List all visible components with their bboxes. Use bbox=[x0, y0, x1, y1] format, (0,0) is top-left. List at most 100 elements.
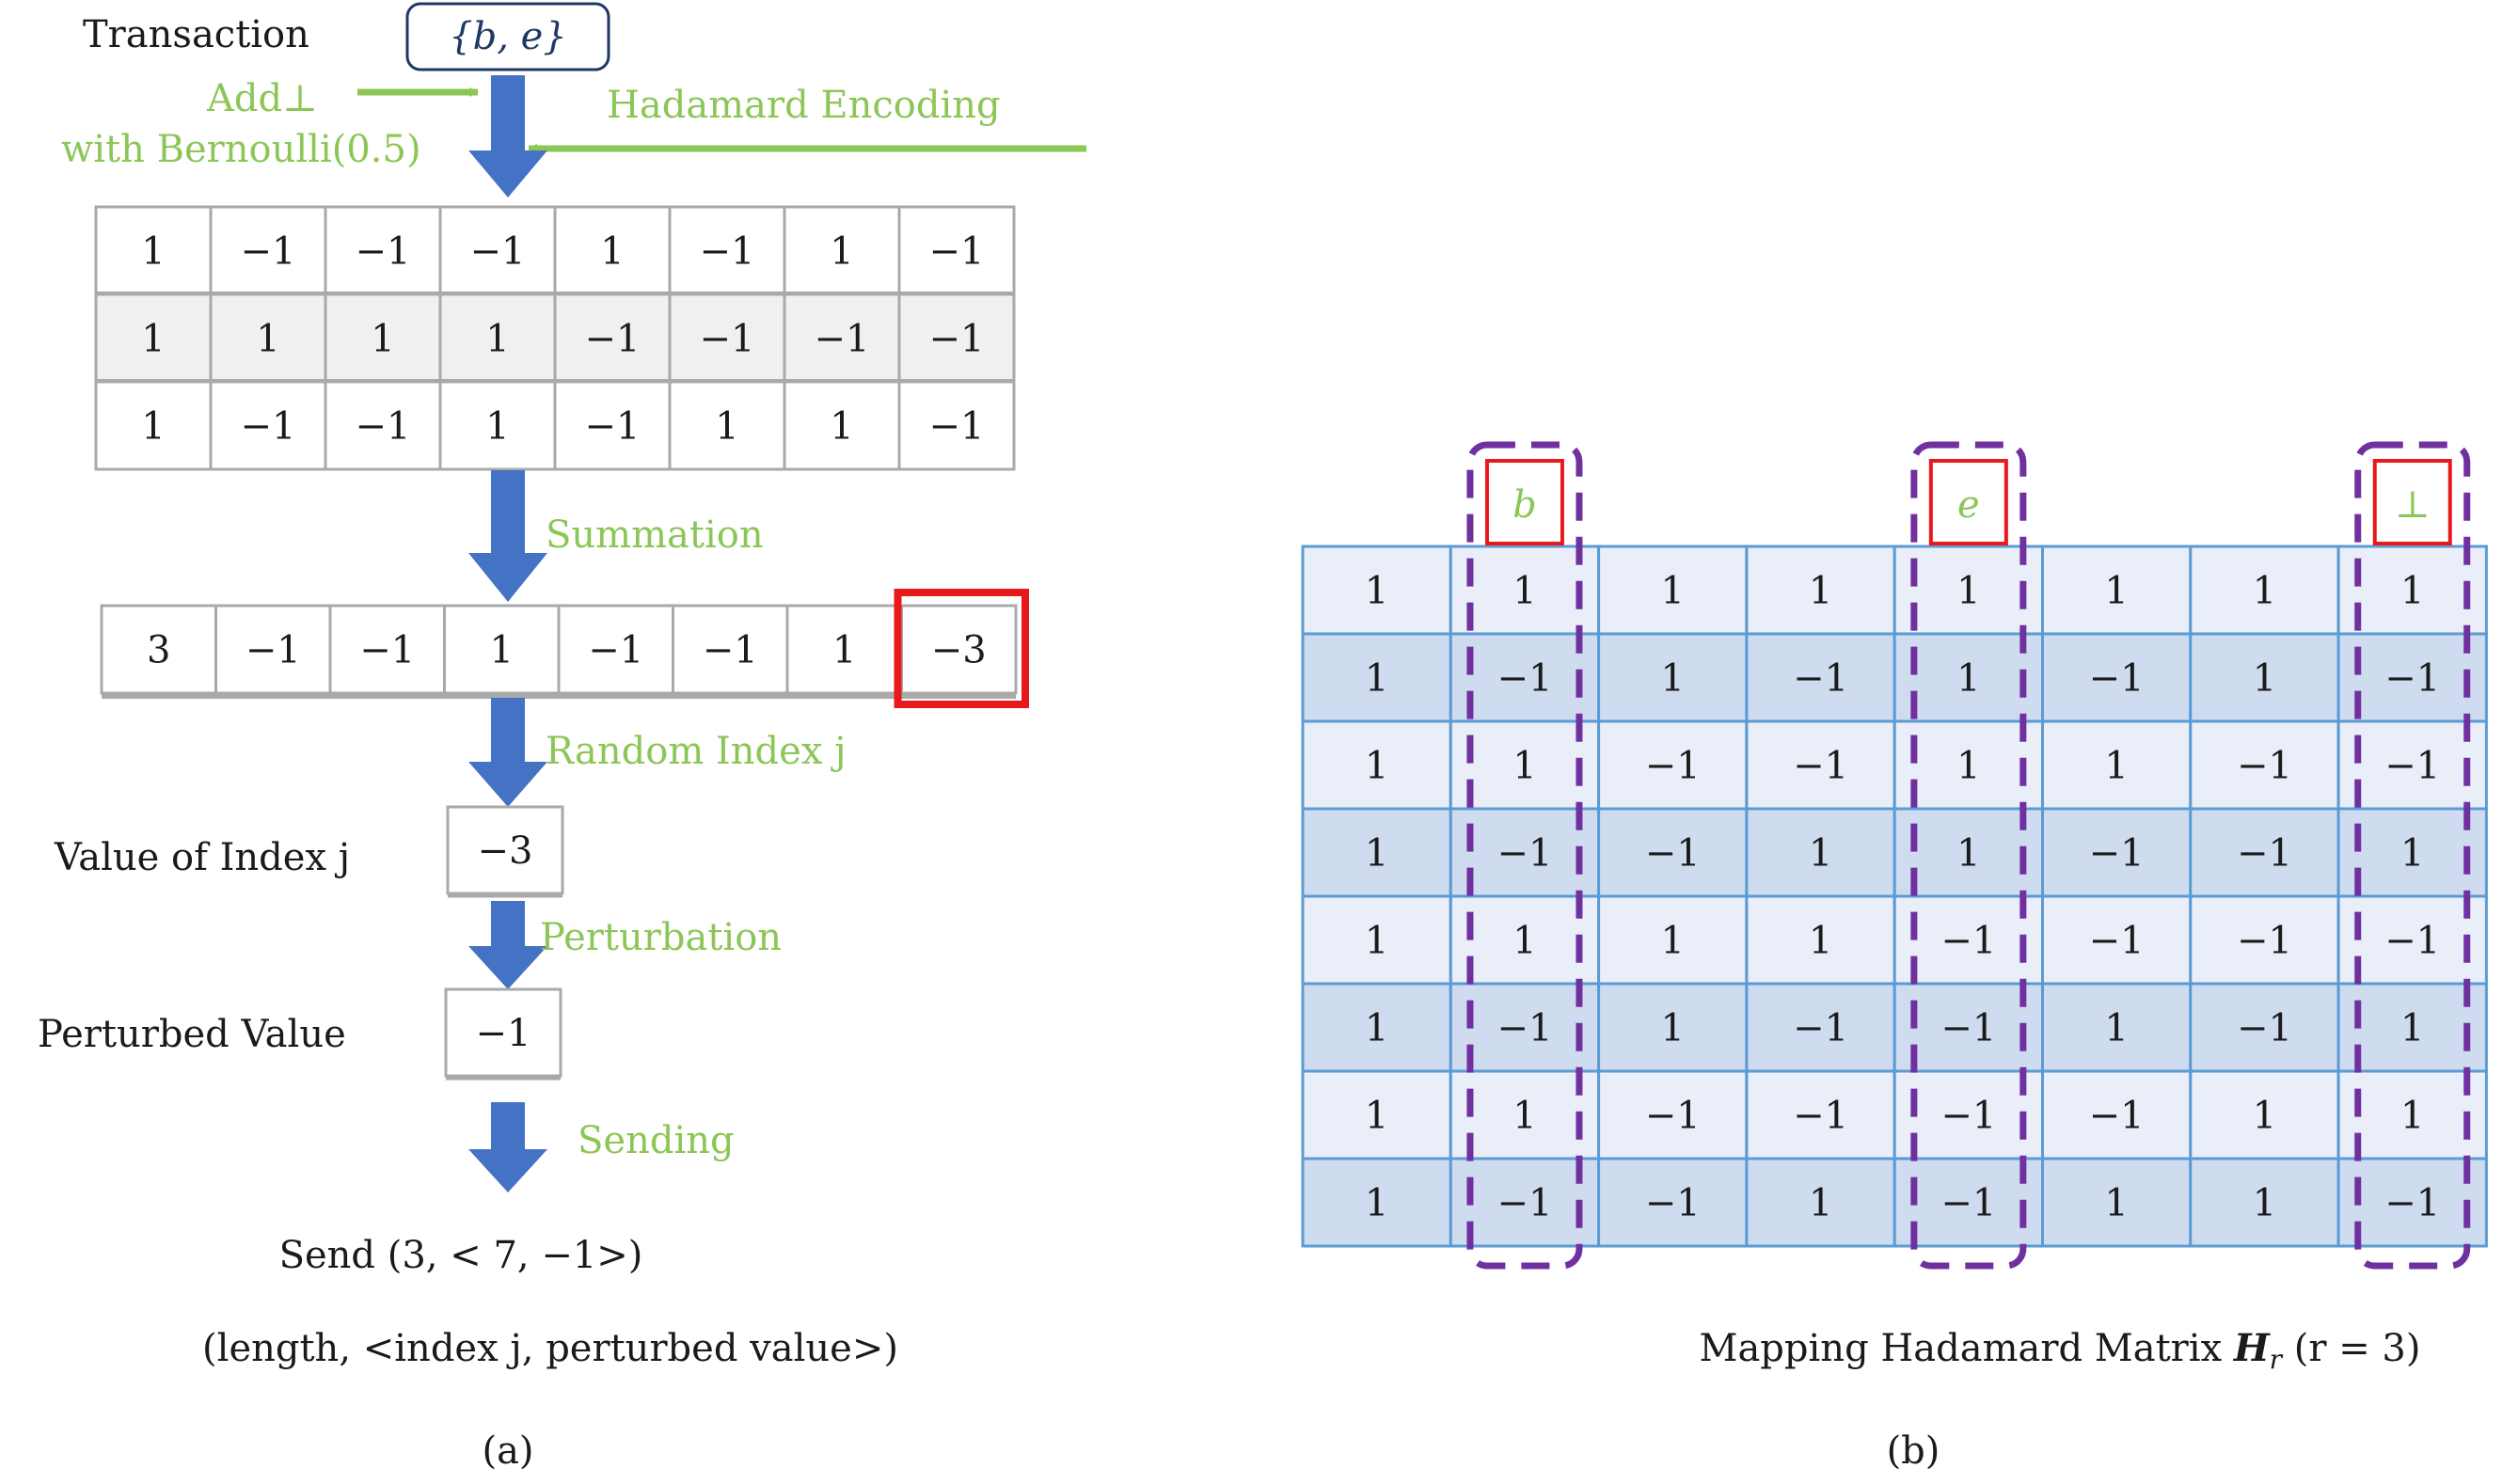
matrix-cell-value: −1 bbox=[1497, 1007, 1552, 1050]
matrix-cell-value: 1 bbox=[1661, 570, 1685, 613]
matrix-cell-value: −1 bbox=[1940, 1007, 1996, 1050]
hadamard-matrix: 1 1 1 1 1 1 1 1 1 −1 1 −1 1 −1 1 −1 1 1 −1 −1 1 1 −1 −1 1 −1 −1 1 1 −… bbox=[1301, 545, 2488, 1248]
matrix-cell-value: 1 bbox=[1365, 570, 1388, 613]
matrix-cell-value: 1 bbox=[1661, 920, 1685, 963]
matrix-cell-value: 1 bbox=[1956, 832, 1980, 876]
matrix-cell bbox=[1449, 632, 1601, 723]
encoded-cell-value: 1 bbox=[141, 405, 165, 449]
matrix-cell-value: 1 bbox=[2253, 657, 2276, 701]
column-label-1: e bbox=[1957, 483, 1980, 527]
transaction-box bbox=[405, 2, 610, 71]
matrix-cell bbox=[1597, 894, 1749, 986]
sum-cell-value: −1 bbox=[245, 629, 301, 672]
matrix-cell bbox=[2336, 1157, 2488, 1248]
matrix-cell-value: 1 bbox=[1365, 1182, 1388, 1225]
matrix-cell-value: 1 bbox=[1365, 1095, 1388, 1138]
encoded-cell bbox=[438, 292, 557, 384]
encoded-cell-value: −1 bbox=[585, 405, 641, 449]
matrix-cell-value: 1 bbox=[1661, 657, 1685, 701]
matrix-cell bbox=[2336, 545, 2488, 636]
matrix-cell-value: 1 bbox=[1512, 1095, 1536, 1138]
column-label-box bbox=[2372, 459, 2452, 545]
matrix-cell bbox=[2189, 1069, 2340, 1160]
matrix-cell bbox=[1745, 632, 1896, 723]
matrix-cell-value: 1 bbox=[1512, 745, 1536, 788]
matrix-cell bbox=[2041, 982, 2193, 1073]
matrix-cell bbox=[1597, 982, 1749, 1073]
matrix-cell-value: 1 bbox=[2400, 832, 2424, 876]
encoded-cell-value: 1 bbox=[141, 230, 165, 274]
perturbation-label: Perturbation bbox=[540, 916, 782, 959]
matrix-cell-value: −1 bbox=[2384, 1182, 2440, 1225]
matrix-cell bbox=[2041, 545, 2193, 636]
encoded-cell bbox=[209, 292, 327, 384]
matrix-cell-value: −1 bbox=[1645, 1095, 1701, 1138]
caption-b: (b) bbox=[1887, 1429, 1940, 1473]
encoded-cell bbox=[897, 292, 1016, 384]
matrix-cell-value: −1 bbox=[1497, 1182, 1552, 1225]
caption-b-subscript: r bbox=[2270, 1344, 2284, 1375]
matrix-cell bbox=[2189, 719, 2340, 811]
caption-b-prefix: Mapping Hadamard Matrix bbox=[1700, 1327, 2234, 1370]
matrix-cell-value: 1 bbox=[1365, 920, 1388, 963]
matrix-cell-value: 1 bbox=[2400, 1007, 2424, 1050]
matrix-cell-value: 1 bbox=[1809, 920, 1832, 963]
column-outline-0 bbox=[1466, 441, 1583, 1270]
encoded-cell bbox=[783, 380, 901, 471]
matrix-cell-value: 1 bbox=[2253, 1095, 2276, 1138]
encoded-cell-value: −1 bbox=[700, 318, 755, 361]
matrix-cell bbox=[2189, 545, 2340, 636]
matrix-cell bbox=[1301, 894, 1452, 986]
matrix-cell-value: 1 bbox=[1956, 570, 1980, 613]
encoded-cell-value: 1 bbox=[485, 318, 509, 361]
perturbed-value: −1 bbox=[476, 1012, 531, 1055]
matrix-cell bbox=[1449, 894, 1601, 986]
matrix-cell-value: −1 bbox=[1645, 1182, 1701, 1225]
matrix-cell-value: −1 bbox=[2089, 1095, 2145, 1138]
matrix-cell-value: 1 bbox=[2104, 1007, 2128, 1050]
caption-b-title: Mapping Hadamard Matrix Hr (r = 3) bbox=[1700, 1326, 2421, 1375]
matrix-cell-value: −1 bbox=[2237, 920, 2292, 963]
add-bottom-label-line2: with Bernoulli(0.5) bbox=[61, 128, 421, 171]
matrix-cell-value: 1 bbox=[1956, 745, 1980, 788]
encoded-cell bbox=[324, 380, 442, 471]
encoded-cell-value: 1 bbox=[715, 405, 738, 449]
value-of-index-label: Value of Index j bbox=[54, 836, 350, 879]
matrix-cell-value: 1 bbox=[1661, 1007, 1685, 1050]
sum-cell bbox=[443, 604, 561, 695]
matrix-cell bbox=[1449, 982, 1601, 1073]
encoded-cell bbox=[324, 205, 442, 296]
encoded-cell-value: −1 bbox=[241, 405, 296, 449]
matrix-cell-value: −1 bbox=[2089, 657, 2145, 701]
matrix-cell-value: −1 bbox=[1645, 832, 1701, 876]
sum-cell-value: −1 bbox=[359, 629, 415, 672]
matrix-cell-value: 1 bbox=[2104, 745, 2128, 788]
matrix-cell-value: 1 bbox=[2400, 570, 2424, 613]
panel-b: 1 1 1 1 1 1 1 1 1 −1 1 −1 1 −1 1 −1 1 1 −1 −1 1 1 −1 −1 1 −1 −1 1 1 −… bbox=[1301, 441, 2488, 1473]
matrix-cell bbox=[2336, 632, 2488, 723]
matrix-cell-value: −1 bbox=[1793, 657, 1848, 701]
encoded-cell bbox=[897, 205, 1016, 296]
matrix-cell-value: −1 bbox=[2089, 832, 2145, 876]
matrix-cell-value: −1 bbox=[2384, 745, 2440, 788]
encoded-cell bbox=[553, 380, 672, 471]
matrix-cell bbox=[1449, 719, 1601, 811]
encoded-cell-value: 1 bbox=[485, 405, 509, 449]
matrix-cell bbox=[1449, 807, 1601, 898]
matrix-cell-value: −1 bbox=[2384, 920, 2440, 963]
encoded-cell-value: −1 bbox=[929, 230, 985, 274]
column-label-0: b bbox=[1512, 483, 1537, 527]
matrix-cell bbox=[1597, 1157, 1749, 1248]
column-outline-2 bbox=[2354, 441, 2471, 1270]
encoded-cell bbox=[553, 205, 672, 296]
value-of-index-box bbox=[446, 805, 564, 895]
matrix-cell bbox=[1745, 894, 1896, 986]
matrix-cell-value: −1 bbox=[1793, 1095, 1848, 1138]
send-text: Send (3, < 7, −1>) bbox=[279, 1234, 643, 1277]
add-bottom-label-line1: Add⊥ bbox=[206, 77, 318, 120]
encoded-cell bbox=[553, 292, 672, 384]
matrix-cell bbox=[2041, 1157, 2193, 1248]
